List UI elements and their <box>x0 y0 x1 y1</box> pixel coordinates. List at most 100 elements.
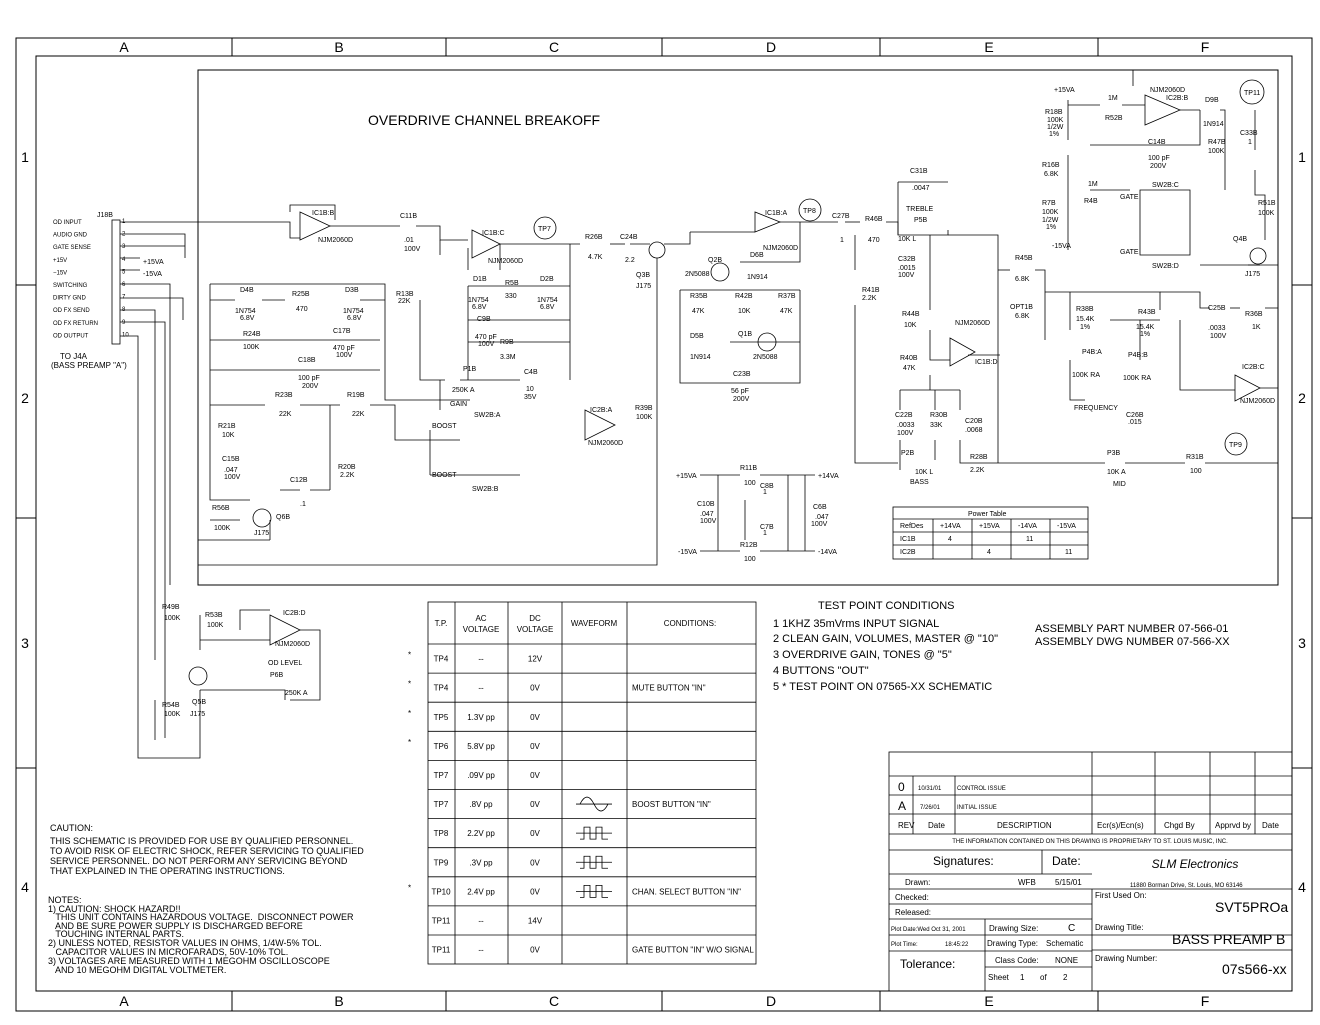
label-text: BASS PREAMP B <box>1172 931 1285 947</box>
power-table-header: +14VA <box>940 523 961 530</box>
tp-ac-voltage: 2.2V pp <box>467 829 495 838</box>
component-label: GATE <box>1120 194 1139 201</box>
component-label: C32B <box>898 256 916 263</box>
tp-table-header: VOLTAGE <box>463 625 500 634</box>
col-label: D <box>766 993 776 1009</box>
connector-pin-number: 2 <box>122 232 126 238</box>
component-label: 10K L <box>915 469 933 476</box>
component-label: 10K <box>904 322 917 329</box>
component-label: 10K <box>222 432 235 439</box>
component-label: 4.7K <box>588 254 603 261</box>
connector-ref: J18B <box>97 212 113 219</box>
component-label: C12B <box>290 477 308 484</box>
component-label: 1 <box>763 530 767 537</box>
row-label: 3 <box>21 635 29 651</box>
rail-label: +15VA <box>143 259 164 266</box>
component-label: R31B <box>1186 454 1204 461</box>
tp-ac-voltage: .3V pp <box>469 858 493 867</box>
label-text: 7/26/01 <box>920 805 941 811</box>
label-text: 3) VOLTAGES ARE MEASURED WITH 1 MEGOHM O… <box>48 956 330 966</box>
component-label: Q4B <box>1233 236 1247 243</box>
component-label: P2B <box>901 450 915 457</box>
tp-name: TP8 <box>434 829 449 838</box>
component-label: J175 <box>190 711 205 718</box>
tp-ac-voltage: -- <box>478 946 484 955</box>
component-label: BOOST <box>432 423 457 430</box>
component-label: 1 <box>1248 139 1252 146</box>
tp-name: TP11 <box>432 946 451 955</box>
component-label: R44B <box>902 311 920 318</box>
bass-preamp-a-label: (BASS PREAMP "A") <box>51 361 127 370</box>
label-text: CONTROL ISSUE <box>957 786 1006 792</box>
label-text: THIS UNIT CONTAINS HAZARDOUS VOLTAGE. DI… <box>48 912 354 922</box>
component-label: 10K A <box>1107 469 1126 476</box>
component-label: R11B <box>740 465 757 472</box>
column-dividers <box>16 38 1312 1011</box>
component-label: IC1B:B <box>312 210 335 217</box>
col-label: A <box>119 39 129 55</box>
label-text: TO AVOID RISK OF ELECTRIC SHOCK, REFER S… <box>50 846 364 856</box>
component-label: 1N914 <box>747 274 768 281</box>
col-label: C <box>549 993 559 1009</box>
component-label: 1N754 <box>343 308 364 315</box>
component-label: 100K <box>1047 117 1064 124</box>
component-label: .047 <box>815 514 829 521</box>
component-label: TREBLE <box>906 206 934 213</box>
component-label: NJM2060D <box>763 245 798 252</box>
label-text: First Used On: <box>1095 891 1147 900</box>
label-text: 3 OVERDRIVE GAIN, TONES @ "5" <box>773 649 952 661</box>
component-label: 1% <box>1046 224 1056 231</box>
label-text: Sheet <box>988 973 1010 982</box>
component-label: R16B <box>1042 162 1060 169</box>
component-label: SW2B:A <box>474 412 501 419</box>
tp-star-marker: * <box>408 738 411 747</box>
component-label: .0047 <box>912 185 930 192</box>
component-label: R30B <box>930 412 948 419</box>
component-label: D3B <box>345 287 359 294</box>
component-label: C18B <box>298 357 316 364</box>
label-text: 5 * TEST POINT ON 07565-XX SCHEMATIC <box>773 681 992 693</box>
label-text: 11880 Borman Drive, St. Louis, MO 63146 <box>1130 883 1243 889</box>
column-labels-top: A B C D E F <box>119 39 1209 55</box>
connector-pin-label: SWITCHING <box>53 283 88 289</box>
component-label: R25B <box>292 291 310 298</box>
component-label: 2.2K <box>970 467 985 474</box>
tp-dc-voltage: 0V <box>530 946 540 955</box>
label-text: of <box>1040 973 1047 982</box>
power-table-cell: IC2B <box>900 549 916 556</box>
tp-dc-voltage: 0V <box>530 684 540 693</box>
inner-border <box>35 55 1293 992</box>
component-label: C33B <box>1240 130 1258 137</box>
tp-table-header: AC <box>475 614 486 623</box>
component-label: .015 <box>1128 419 1142 426</box>
row-label: 1 <box>21 149 29 165</box>
component-label: D4B <box>240 287 254 294</box>
component-label: P4B:B <box>1128 352 1148 359</box>
component-label: 22K <box>352 411 365 418</box>
connector-pin-label: DIRTY GND <box>53 296 86 302</box>
tp-dc-voltage: 0V <box>530 800 540 809</box>
label-text: Date <box>928 821 945 830</box>
label-text: REV <box>898 821 915 830</box>
component-label: +15VA <box>676 473 697 480</box>
component-label: R41B <box>862 287 880 294</box>
component-label: FREQUENCY <box>1074 405 1118 412</box>
component-label: 100K <box>243 344 260 351</box>
component-label: 100V <box>700 518 717 525</box>
component-label: 100 <box>1190 468 1202 475</box>
tp-name: TP6 <box>434 742 449 751</box>
label-text: 18:45:22 <box>945 942 969 948</box>
tp-ac-voltage: -- <box>478 655 484 664</box>
component-label: 1/2W <box>1042 217 1059 224</box>
component-label: IC2B:A <box>590 407 613 414</box>
connector-pin-label: GATE SENSE <box>53 245 91 251</box>
wiring <box>120 69 1279 759</box>
component-label: IC1B:D <box>975 359 998 366</box>
component-label: D5B <box>690 333 704 340</box>
col-label: B <box>334 993 343 1009</box>
component-label: R7B <box>1042 200 1056 207</box>
component-label: 100K RA <box>1072 372 1100 379</box>
component-label: R54B <box>162 702 180 709</box>
tp-ac-voltage: -- <box>478 916 484 925</box>
component-label: 1N914 <box>1203 121 1224 128</box>
